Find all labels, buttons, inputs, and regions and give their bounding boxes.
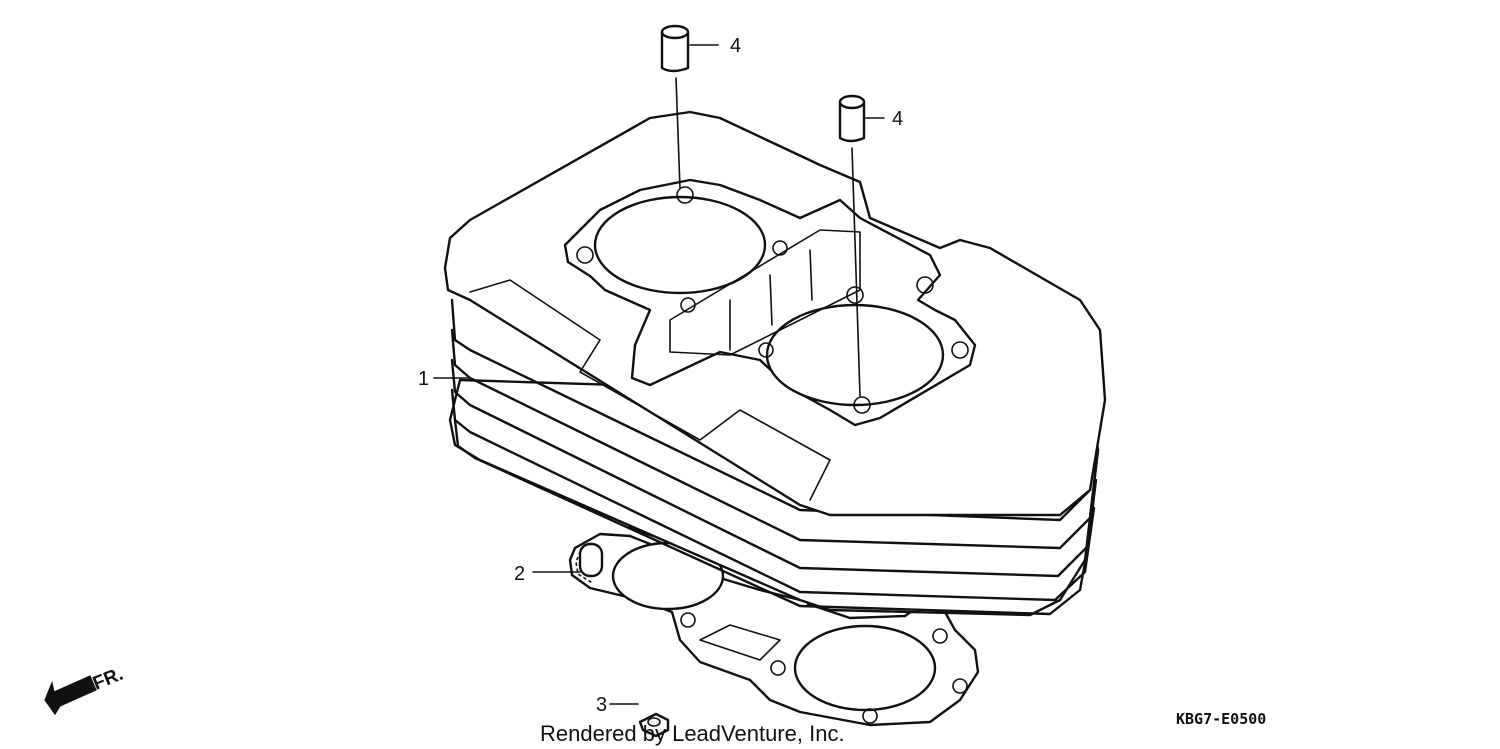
leader-lines: [433, 44, 885, 705]
front-arrow-icon: [44, 675, 97, 716]
callout-4a: 4: [730, 35, 741, 57]
callout-4b: 4: [892, 108, 903, 130]
credit-text: Rendered by LeadVenture, Inc.: [540, 721, 845, 746]
nut: [638, 712, 670, 738]
dowel-pin-b: [838, 94, 866, 143]
callout-1: 1: [418, 368, 429, 390]
direction-label: FR.: [90, 664, 126, 695]
diagram-code: KBG7-E0500: [1176, 710, 1266, 728]
callout-2: 2: [514, 563, 525, 585]
callout-3: 3: [596, 694, 607, 716]
cylinder-body: [443, 110, 1107, 617]
dowel-pin-a: [660, 24, 690, 73]
